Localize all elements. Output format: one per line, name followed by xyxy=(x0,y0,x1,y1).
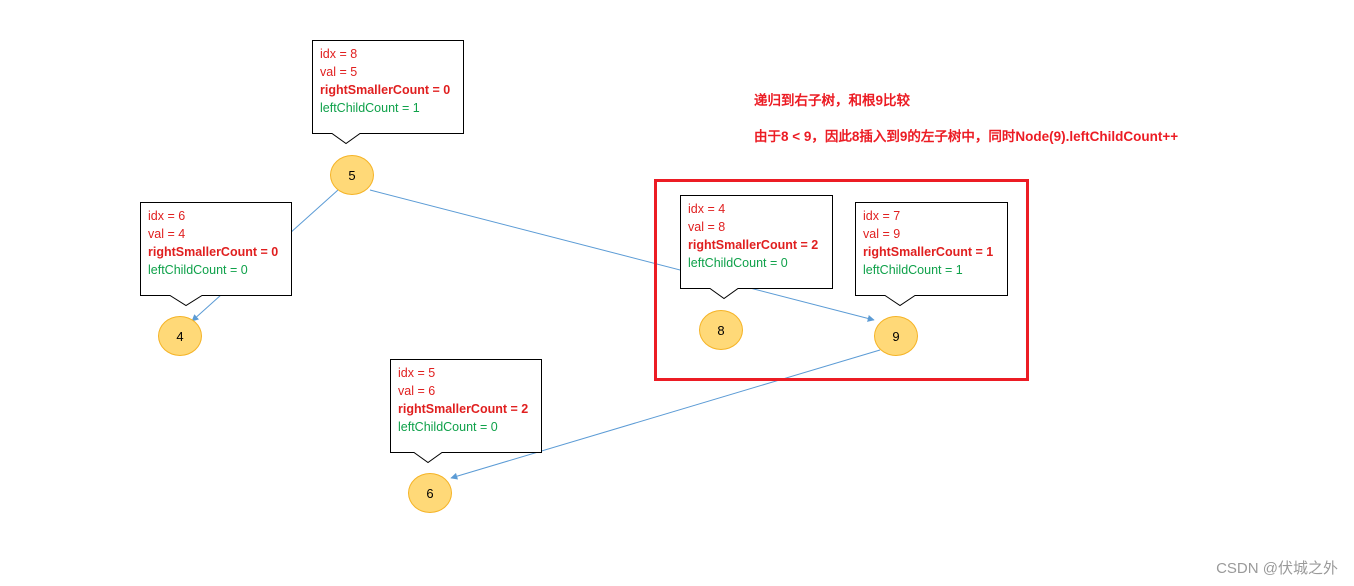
callout-node-6: idx = 5 val = 6 rightSmallerCount = 2 le… xyxy=(390,359,542,464)
val-label: val = 8 xyxy=(688,220,726,234)
left-child-count-label: leftChildCount = 1 xyxy=(863,263,963,277)
val-label: val = 5 xyxy=(320,65,358,79)
annotation-line-1: 递归到右子树，和根9比较 xyxy=(754,93,911,108)
tree-node-6: 6 xyxy=(408,473,452,513)
edge-9-to-6 xyxy=(450,349,881,480)
callout-node-5: idx = 8 val = 5 rightSmallerCount = 0 le… xyxy=(312,40,464,145)
left-child-count-label: leftChildCount = 0 xyxy=(688,256,788,270)
right-smaller-count-label: rightSmallerCount = 0 xyxy=(148,245,279,259)
edge-5-to-9 xyxy=(369,189,875,322)
callout-node-8: idx = 4 val = 8 rightSmallerCount = 2 le… xyxy=(680,195,833,300)
callout-shape xyxy=(312,40,464,145)
idx-label: idx = 8 xyxy=(320,47,358,61)
callout-node-4: idx = 6 val = 4 rightSmallerCount = 0 le… xyxy=(140,202,292,307)
val-label: val = 9 xyxy=(863,227,901,241)
highlight-box xyxy=(654,179,1029,381)
left-child-count-label: leftChildCount = 0 xyxy=(398,420,498,434)
left-child-count-label: leftChildCount = 1 xyxy=(320,101,420,115)
tree-node-5: 5 xyxy=(330,155,374,195)
val-label: val = 4 xyxy=(148,227,186,241)
callout-shape xyxy=(390,359,542,464)
tree-node-4: 4 xyxy=(158,316,202,356)
callout-shape xyxy=(140,202,292,307)
callout-shape xyxy=(855,202,1008,307)
tree-node-9: 9 xyxy=(874,316,918,356)
callout-node-9: idx = 7 val = 9 rightSmallerCount = 1 le… xyxy=(855,202,1008,307)
idx-label: idx = 6 xyxy=(148,209,186,223)
right-smaller-count-label: rightSmallerCount = 0 xyxy=(320,83,451,97)
tree-node-8: 8 xyxy=(699,310,743,350)
left-child-count-label: leftChildCount = 0 xyxy=(148,263,248,277)
idx-label: idx = 5 xyxy=(398,366,436,380)
right-smaller-count-label: rightSmallerCount = 2 xyxy=(688,238,819,252)
val-label: val = 6 xyxy=(398,384,436,398)
callout-shape xyxy=(680,195,833,300)
idx-label: idx = 4 xyxy=(688,202,726,216)
annotation-line-2: 由于8 < 9，因此8插入到9的左子树中，同时Node(9).leftChild… xyxy=(754,129,1179,144)
watermark: CSDN @伏城之外 xyxy=(1216,560,1338,577)
idx-label: idx = 7 xyxy=(863,209,901,223)
right-smaller-count-label: rightSmallerCount = 1 xyxy=(863,245,994,259)
right-smaller-count-label: rightSmallerCount = 2 xyxy=(398,402,529,416)
